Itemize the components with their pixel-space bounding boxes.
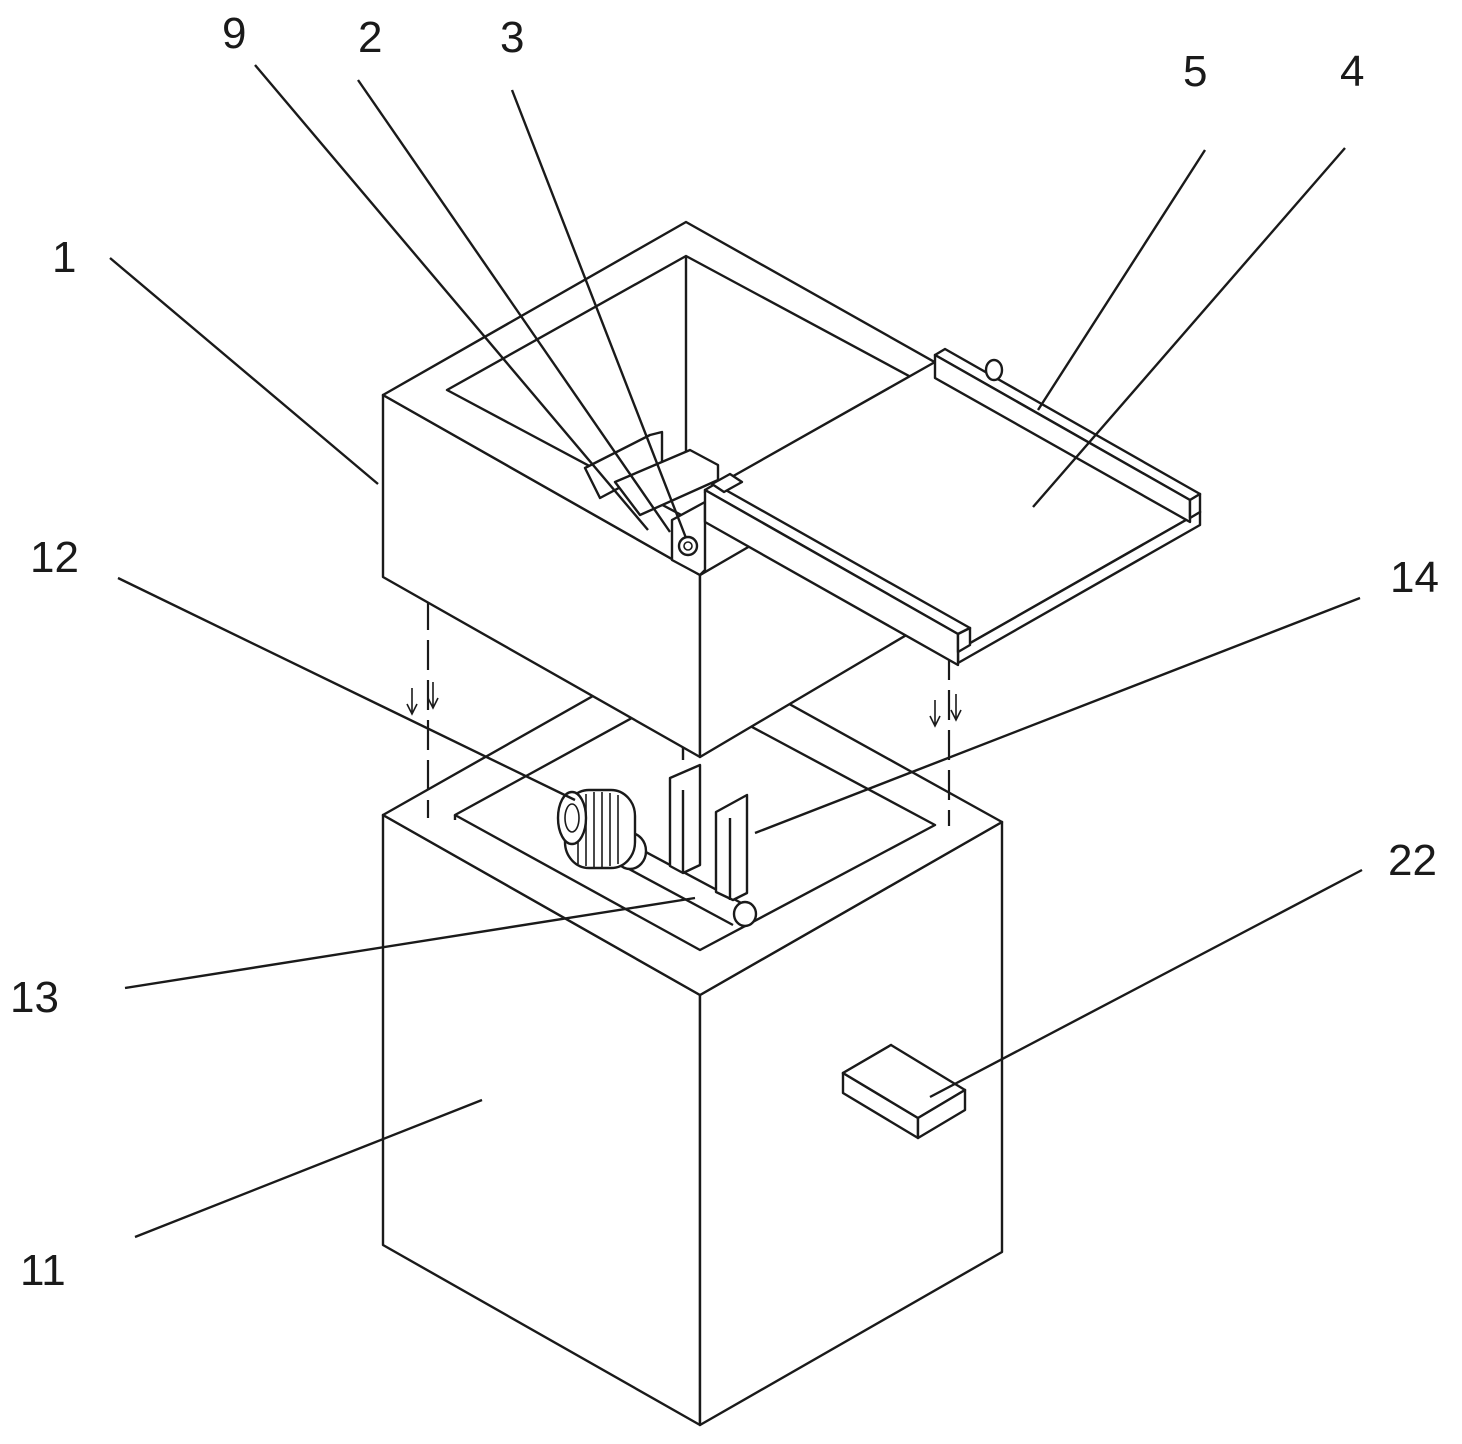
label-4: 4 xyxy=(1340,47,1364,96)
label-3: 3 xyxy=(500,13,524,62)
label-11: 11 xyxy=(20,1246,66,1295)
label-12: 12 xyxy=(30,533,79,582)
stirring-blade-right xyxy=(716,795,747,900)
label-5: 5 xyxy=(1183,47,1207,96)
label-22: 22 xyxy=(1388,836,1437,885)
label-13: 13 xyxy=(10,973,59,1022)
down-arrow-right xyxy=(930,694,961,726)
label-14: 14 xyxy=(1390,553,1439,602)
label-2: 2 xyxy=(358,13,382,62)
hinge-pin xyxy=(679,537,697,555)
label-1: 1 xyxy=(52,233,76,282)
stirring-blade-left xyxy=(670,765,700,873)
rail-knob xyxy=(986,360,1002,380)
label-9: 9 xyxy=(222,9,246,58)
shaft-end xyxy=(734,902,756,926)
lower-box xyxy=(383,645,1002,1425)
down-arrow-left xyxy=(407,682,438,714)
